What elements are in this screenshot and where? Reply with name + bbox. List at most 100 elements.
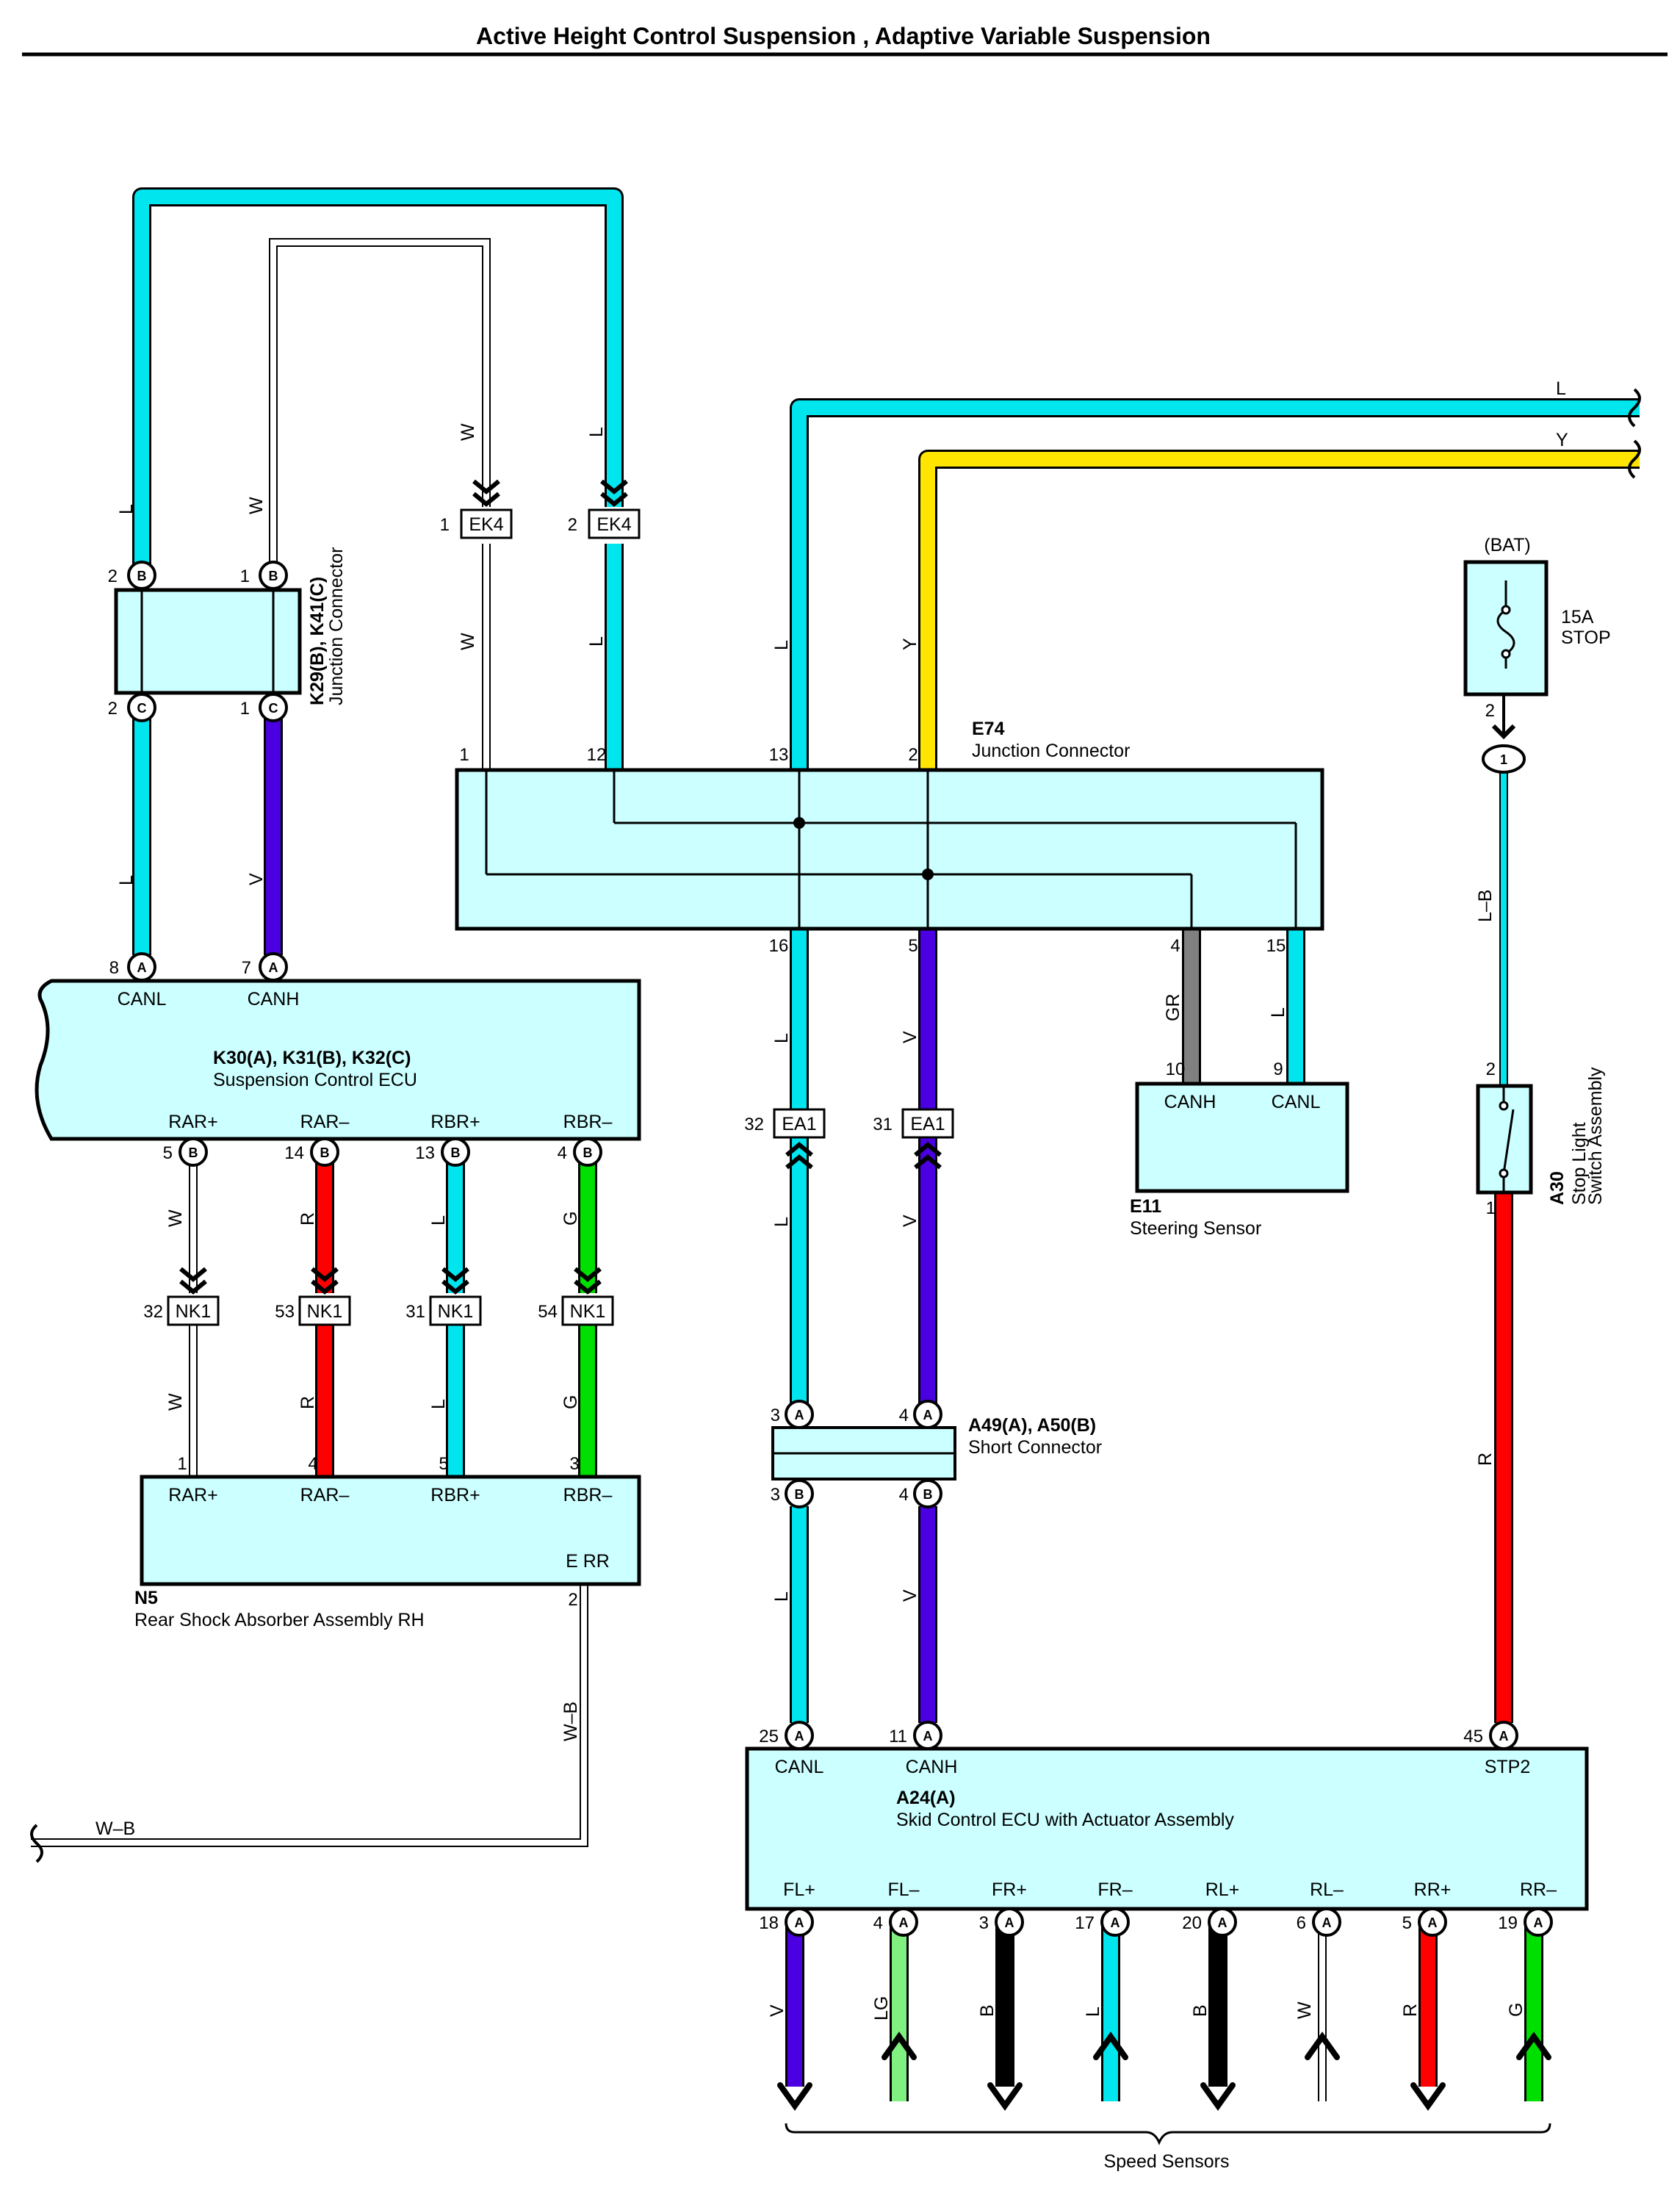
svg-text:16: 16 [769,936,789,956]
svg-text:L: L [771,640,792,650]
e11-steering-sensor: 10 9 CANH CANL E11 Steering Sensor [1130,1059,1349,1239]
nk1-connectors: NK1 32 NK1 53 NK1 31 NK1 54 [143,1267,614,1326]
svg-text:3: 3 [771,1406,780,1425]
ek4-connectors: EK4 1 EK4 2 [440,479,641,539]
svg-text:CANH: CANH [1164,1092,1216,1112]
svg-text:1: 1 [240,566,250,586]
svg-text:B: B [320,1145,330,1160]
svg-text:L: L [1083,2007,1103,2017]
svg-text:STP2: STP2 [1485,1757,1531,1777]
svg-text:L: L [1556,378,1566,399]
k29-name: Junction Connector [326,547,347,705]
svg-text:RAR+: RAR+ [168,1485,217,1505]
svg-text:A: A [1534,1915,1543,1930]
svg-text:B: B [583,1145,593,1160]
svg-text:EA1: EA1 [782,1114,816,1134]
svg-text:1: 1 [1500,752,1507,767]
svg-text:19: 19 [1498,1913,1518,1933]
svg-text:2: 2 [108,566,118,586]
svg-text:GR: GR [1163,994,1183,1022]
svg-text:L: L [428,1399,449,1409]
svg-text:11: 11 [889,1727,907,1746]
svg-text:Stop Light: Stop Light [1569,1122,1590,1205]
svg-text:20: 20 [1182,1913,1202,1933]
svg-text:5: 5 [439,1454,448,1474]
e11-id: E11 [1130,1196,1161,1217]
svg-text:14: 14 [284,1143,304,1163]
svg-text:4: 4 [558,1143,567,1163]
svg-text:A: A [269,960,278,975]
svg-text:STOP: STOP [1561,627,1611,648]
svg-text:RBR+: RBR+ [430,1485,480,1505]
svg-text:2: 2 [1485,701,1495,721]
svg-text:V: V [767,2004,787,2017]
svg-text:A: A [1322,1915,1332,1930]
svg-text:4: 4 [899,1485,909,1505]
svg-text:3: 3 [569,1454,579,1474]
svg-text:V: V [246,873,267,885]
svg-text:FR+: FR+ [992,1879,1027,1900]
break-marks [30,388,1641,1863]
svg-text:V: V [900,1215,920,1227]
svg-text:A: A [923,1729,933,1744]
svg-text:L: L [116,504,137,514]
svg-text:L: L [1268,1007,1288,1018]
svg-text:1: 1 [240,699,250,719]
svg-text:2: 2 [908,745,917,765]
svg-text:CANL: CANL [775,1757,824,1777]
svg-text:B: B [137,569,147,583]
a24-skid-control-ecu: A A A 25 11 45 CANL CANH STP2 A24(A) Ski… [745,1721,1589,1937]
svg-text:4: 4 [308,1454,317,1474]
svg-text:18: 18 [759,1913,779,1933]
svg-text:B: B [1190,2004,1211,2017]
wire-wb-ground [31,1584,587,1846]
svg-text:R: R [1400,2004,1421,2017]
diagram-title: Active Height Control Suspension , Adapt… [476,23,1211,49]
svg-text:A: A [1499,1729,1509,1744]
svg-text:A: A [899,1915,909,1930]
svg-text:Switch Assembly: Switch Assembly [1585,1067,1606,1205]
svg-text:25: 25 [759,1727,779,1746]
e74-id: E74 [972,719,1005,739]
svg-text:1: 1 [459,745,469,765]
svg-text:NK1: NK1 [570,1301,606,1322]
svg-text:CANH: CANH [906,1757,958,1777]
svg-text:RR–: RR– [1520,1879,1557,1900]
svg-text:12: 12 [587,745,607,765]
svg-text:EK4: EK4 [469,514,503,535]
svg-text:2: 2 [1486,1059,1496,1079]
svg-text:RBR–: RBR– [563,1112,613,1132]
svg-text:3: 3 [771,1485,780,1505]
n5-name: Rear Shock Absorber Assembly RH [134,1610,425,1630]
svg-text:32: 32 [744,1115,764,1134]
svg-text:A: A [1005,1915,1014,1930]
svg-text:A: A [137,960,147,975]
wires [31,187,1640,2101]
svg-text:RAR+: RAR+ [168,1112,217,1132]
svg-text:5: 5 [163,1143,173,1163]
e74-junction-connector: 1 12 13 2 16 5 4 15 E74 Junction Connect… [455,719,1324,956]
svg-text:54: 54 [538,1302,558,1322]
n5-id: N5 [134,1588,158,1608]
svg-text:L: L [771,1591,792,1602]
svg-text:1: 1 [1486,1198,1496,1218]
svg-text:LG: LG [871,1996,892,2021]
wire-y-top-right [920,452,1640,770]
a30-stop-light-switch: 2 1 A30 Stop Light Switch Assembly [1476,1059,1606,1218]
n5-rear-shock-absorber: 1 4 5 3 RAR+ RAR– RBR+ RBR– E RR 2 N5 Re… [134,1454,641,1630]
svg-text:B: B [269,569,278,583]
svg-text:RAR–: RAR– [300,1112,350,1132]
svg-text:E RR: E RR [566,1551,610,1572]
svg-text:C: C [137,701,147,716]
svg-text:53: 53 [275,1302,295,1322]
svg-text:A30: A30 [1547,1171,1568,1205]
wire-l-top-right [792,400,1640,770]
svg-text:W: W [246,497,267,514]
svg-text:FL–: FL– [887,1879,919,1900]
svg-text:L: L [586,427,607,437]
svg-text:C: C [269,701,278,716]
svg-text:RL–: RL– [1310,1879,1344,1900]
svg-text:RBR–: RBR– [563,1485,613,1505]
svg-text:A: A [1428,1915,1438,1930]
svg-text:R: R [298,1396,318,1409]
